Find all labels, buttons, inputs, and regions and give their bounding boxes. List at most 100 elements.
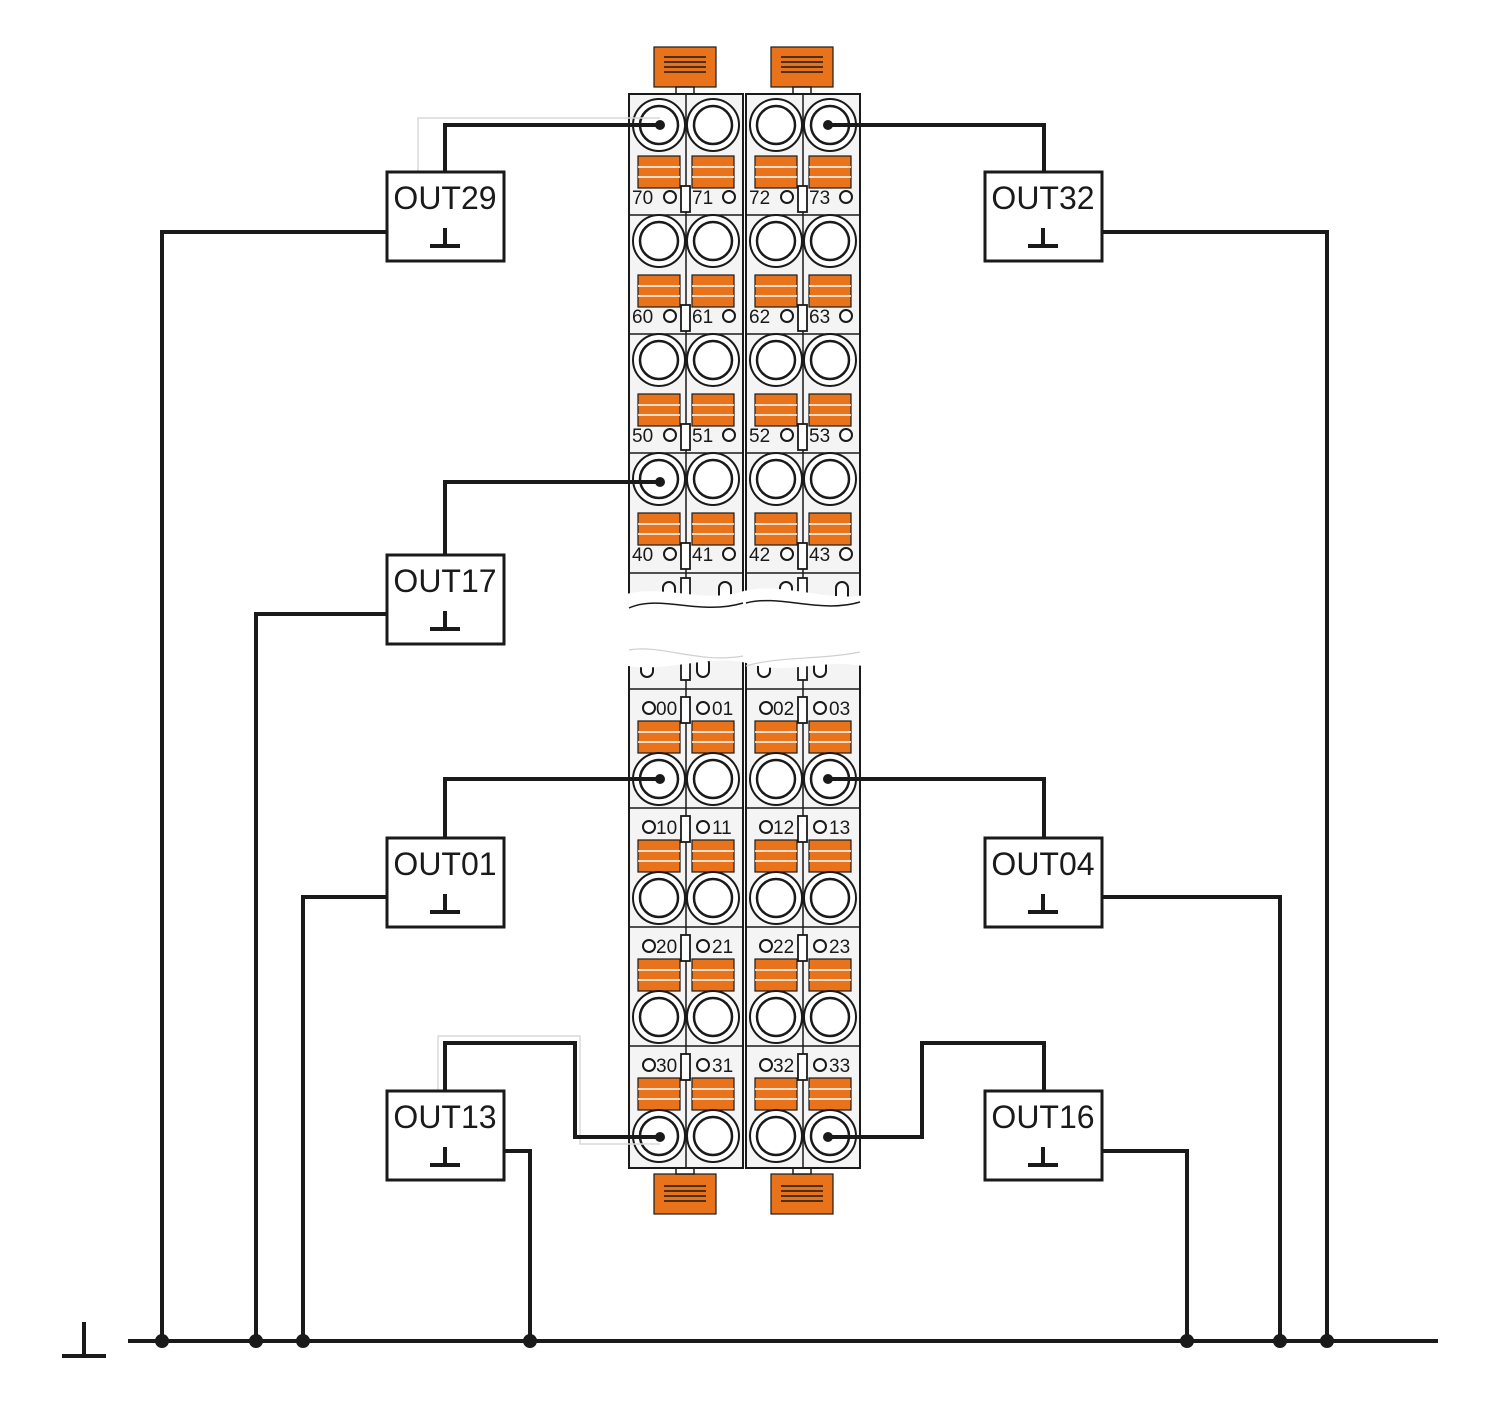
output-box-label: OUT13 xyxy=(393,1099,496,1135)
terminal-icon xyxy=(749,752,803,806)
release-lever-icon xyxy=(808,155,852,189)
release-lever-icon xyxy=(754,1077,798,1111)
led-icon xyxy=(759,1058,773,1072)
wire-out13-ground xyxy=(504,1149,532,1341)
release-lever-icon xyxy=(754,155,798,189)
module-clip-icon xyxy=(770,46,834,96)
terminal-icon xyxy=(686,214,740,268)
release-lever-icon xyxy=(691,1077,735,1111)
wire-out32-pin73 xyxy=(828,123,1046,172)
ground-bus xyxy=(62,1322,1438,1358)
pin-label: 73 xyxy=(809,188,830,209)
led-icon xyxy=(780,547,794,561)
module-clip-icon xyxy=(653,1165,717,1215)
led-icon xyxy=(663,428,677,442)
terminal-icon xyxy=(686,990,740,1044)
ground-return-wires xyxy=(160,230,1329,1341)
terminal-icon xyxy=(749,871,803,925)
release-lever-icon xyxy=(691,839,735,873)
signal-wires xyxy=(417,117,1046,1145)
pin-label: 50 xyxy=(632,426,653,447)
release-lever-icon xyxy=(754,839,798,873)
pin-label: 42 xyxy=(749,545,770,566)
wire-out29-pin70 xyxy=(443,123,660,172)
led-icon xyxy=(839,309,853,323)
release-lever-icon xyxy=(754,274,798,308)
release-lever-icon xyxy=(754,720,798,754)
pin-label: 03 xyxy=(829,699,850,720)
pin-label: 12 xyxy=(773,818,794,839)
led-icon xyxy=(813,820,827,834)
led-icon xyxy=(642,820,656,834)
pin-label: 01 xyxy=(712,699,733,720)
led-icon xyxy=(813,701,827,715)
terminal-icon xyxy=(749,1109,803,1163)
wire-out17-ground xyxy=(254,612,387,1341)
led-icon xyxy=(839,190,853,204)
terminal-icon xyxy=(632,871,686,925)
wire-out29-ground xyxy=(160,230,387,1341)
pin-label: 71 xyxy=(692,188,713,209)
terminal-icon xyxy=(803,871,857,925)
release-lever-icon xyxy=(691,958,735,992)
terminal-icon xyxy=(686,452,740,506)
pin-label: 70 xyxy=(632,188,653,209)
release-lever-icon xyxy=(808,512,852,546)
output-box-out16: OUT16 xyxy=(983,1089,1104,1182)
wire-out04-ground xyxy=(1102,895,1282,1341)
wire-out16-ground xyxy=(1102,1149,1189,1341)
module-clip-icon xyxy=(653,46,717,96)
led-icon xyxy=(839,547,853,561)
release-lever-icon xyxy=(637,155,681,189)
release-lever-icon xyxy=(808,839,852,873)
pin-label: 00 xyxy=(656,699,677,720)
release-lever-icon xyxy=(637,512,681,546)
pin-label: 30 xyxy=(656,1056,677,1077)
pin-label: 23 xyxy=(829,937,850,958)
wire-out32-ground xyxy=(1102,230,1329,1341)
pin-label: 33 xyxy=(829,1056,850,1077)
release-lever-icon xyxy=(808,958,852,992)
led-icon xyxy=(642,701,656,715)
output-box-out01: OUT01 xyxy=(385,836,506,929)
terminal-icon xyxy=(749,98,803,152)
wire-out13-pin30 xyxy=(443,1041,660,1139)
release-lever-icon xyxy=(808,1077,852,1111)
output-box-out17: OUT17 xyxy=(385,553,506,646)
release-lever-icon xyxy=(808,720,852,754)
pin-label: 41 xyxy=(692,545,713,566)
release-lever-icon xyxy=(754,512,798,546)
pin-label: 32 xyxy=(773,1056,794,1077)
terminal-icon xyxy=(803,452,857,506)
wire-out01-ground xyxy=(301,895,387,1341)
led-icon xyxy=(696,939,710,953)
pin-label: 20 xyxy=(656,937,677,958)
terminal-icon xyxy=(632,333,686,387)
pin-label: 02 xyxy=(773,699,794,720)
pin-label: 60 xyxy=(632,307,653,328)
output-box-out13: OUT13 xyxy=(385,1089,506,1182)
release-lever-icon xyxy=(808,274,852,308)
release-lever-icon xyxy=(691,393,735,427)
led-icon xyxy=(642,1058,656,1072)
pin-label: 40 xyxy=(632,545,653,566)
terminal-icon xyxy=(803,990,857,1044)
terminal-icon xyxy=(749,452,803,506)
release-lever-icon xyxy=(808,393,852,427)
terminal-icon xyxy=(749,990,803,1044)
output-box-label: OUT04 xyxy=(991,846,1094,882)
output-box-label: OUT17 xyxy=(393,563,496,599)
pin-label: 63 xyxy=(809,307,830,328)
led-icon xyxy=(663,190,677,204)
release-lever-icon xyxy=(637,958,681,992)
terminal-icon xyxy=(686,333,740,387)
led-icon xyxy=(759,820,773,834)
release-lever-icon xyxy=(637,720,681,754)
release-lever-icon xyxy=(754,958,798,992)
wire-out16-pin33 xyxy=(828,1041,1046,1139)
terminal-icon xyxy=(632,214,686,268)
wire-out04-pin03 xyxy=(828,777,1046,838)
